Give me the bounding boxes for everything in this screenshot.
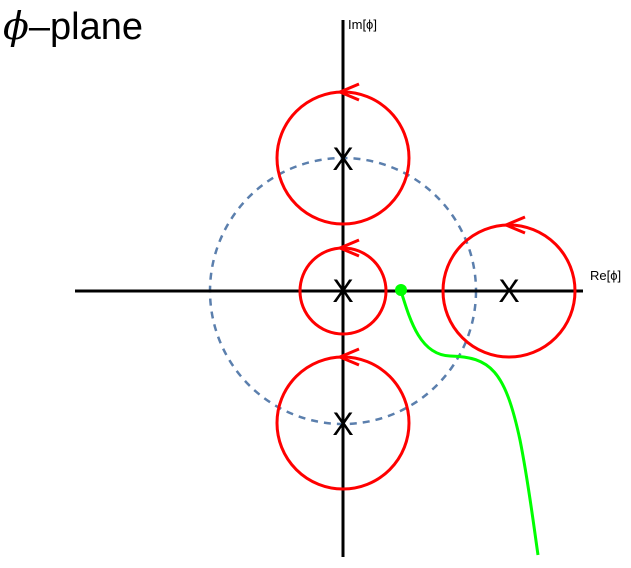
arrow-origin	[336, 238, 360, 258]
arrow-lower	[336, 347, 360, 367]
diagram-title: ϕ–plane	[3, 4, 143, 49]
pole-right: X	[498, 273, 519, 309]
green-start-point	[395, 284, 407, 296]
title-phi-symbol: ϕ	[3, 4, 29, 48]
pole-upper: X	[332, 141, 353, 177]
pole-lower: X	[332, 406, 353, 442]
pole-origin: X	[332, 273, 353, 309]
real-axis-label: Re[ϕ]	[590, 268, 621, 283]
green-path	[399, 290, 540, 556]
arrow-right	[502, 215, 526, 235]
title-plane-text: –plane	[28, 6, 144, 48]
imaginary-axis-label: Im[ϕ]	[348, 17, 377, 32]
arrow-upper	[336, 82, 360, 102]
